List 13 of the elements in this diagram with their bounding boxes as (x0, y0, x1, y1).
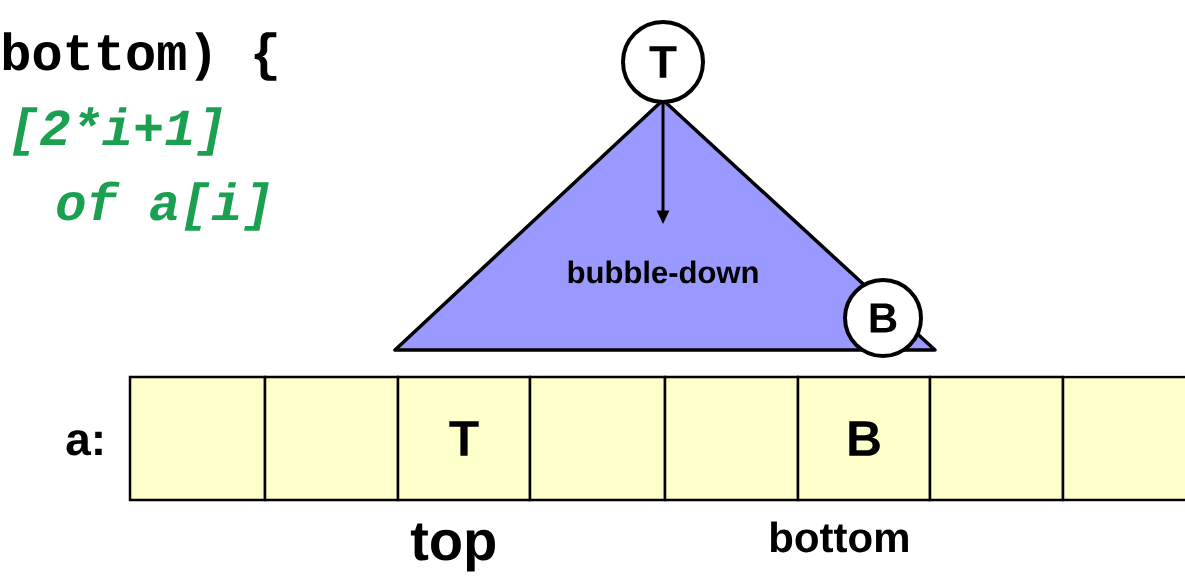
array-cell (263, 375, 400, 502)
array-cell (128, 375, 267, 502)
array-cell: B (796, 375, 932, 502)
index-label: bottom (771, 521, 908, 553)
array-cell (1061, 375, 1185, 502)
code-comment: of a[i] (57, 181, 269, 231)
code-line: bottom) { (3, 32, 277, 81)
code-comment: [2*i+1] (12, 107, 222, 156)
array-cell: T (396, 375, 532, 502)
array-cell (928, 375, 1065, 502)
index-label: top (410, 523, 495, 572)
array-cell (663, 375, 800, 502)
array-cell (528, 375, 667, 502)
